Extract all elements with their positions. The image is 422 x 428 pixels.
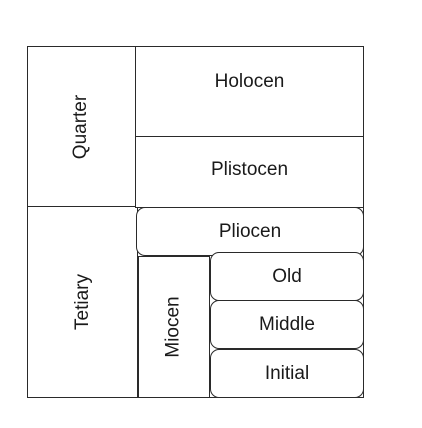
epoch-pliocen-cell: Pliocen bbox=[136, 207, 364, 256]
period-tetiary-label: Tetiary bbox=[71, 274, 93, 330]
stage-initial-cell: Initial bbox=[210, 349, 364, 398]
epoch-miocen-cell: Miocen bbox=[138, 256, 210, 398]
epoch-holocen-label: Holocen bbox=[214, 70, 285, 92]
stage-old-cell: Old bbox=[210, 252, 364, 301]
epoch-pliocen-label: Pliocen bbox=[218, 220, 282, 242]
epoch-plistocen-label: Plistocen bbox=[210, 159, 289, 180]
period-tetiary-cell: Tetiary bbox=[27, 206, 138, 398]
stage-old-label: Old bbox=[272, 265, 302, 287]
period-quarter-label: Quarter bbox=[70, 94, 92, 159]
stage-initial-label: Initial bbox=[264, 362, 310, 384]
epoch-miocen-label: Miocen bbox=[163, 296, 184, 358]
epoch-holocen-cell: Holocen bbox=[135, 46, 364, 137]
stage-middle-cell: Middle bbox=[210, 300, 364, 349]
epoch-plistocen-cell: Plistocen bbox=[135, 136, 364, 208]
period-quarter-cell: Quarter bbox=[27, 46, 136, 207]
stage-middle-label: Middle bbox=[259, 313, 315, 335]
